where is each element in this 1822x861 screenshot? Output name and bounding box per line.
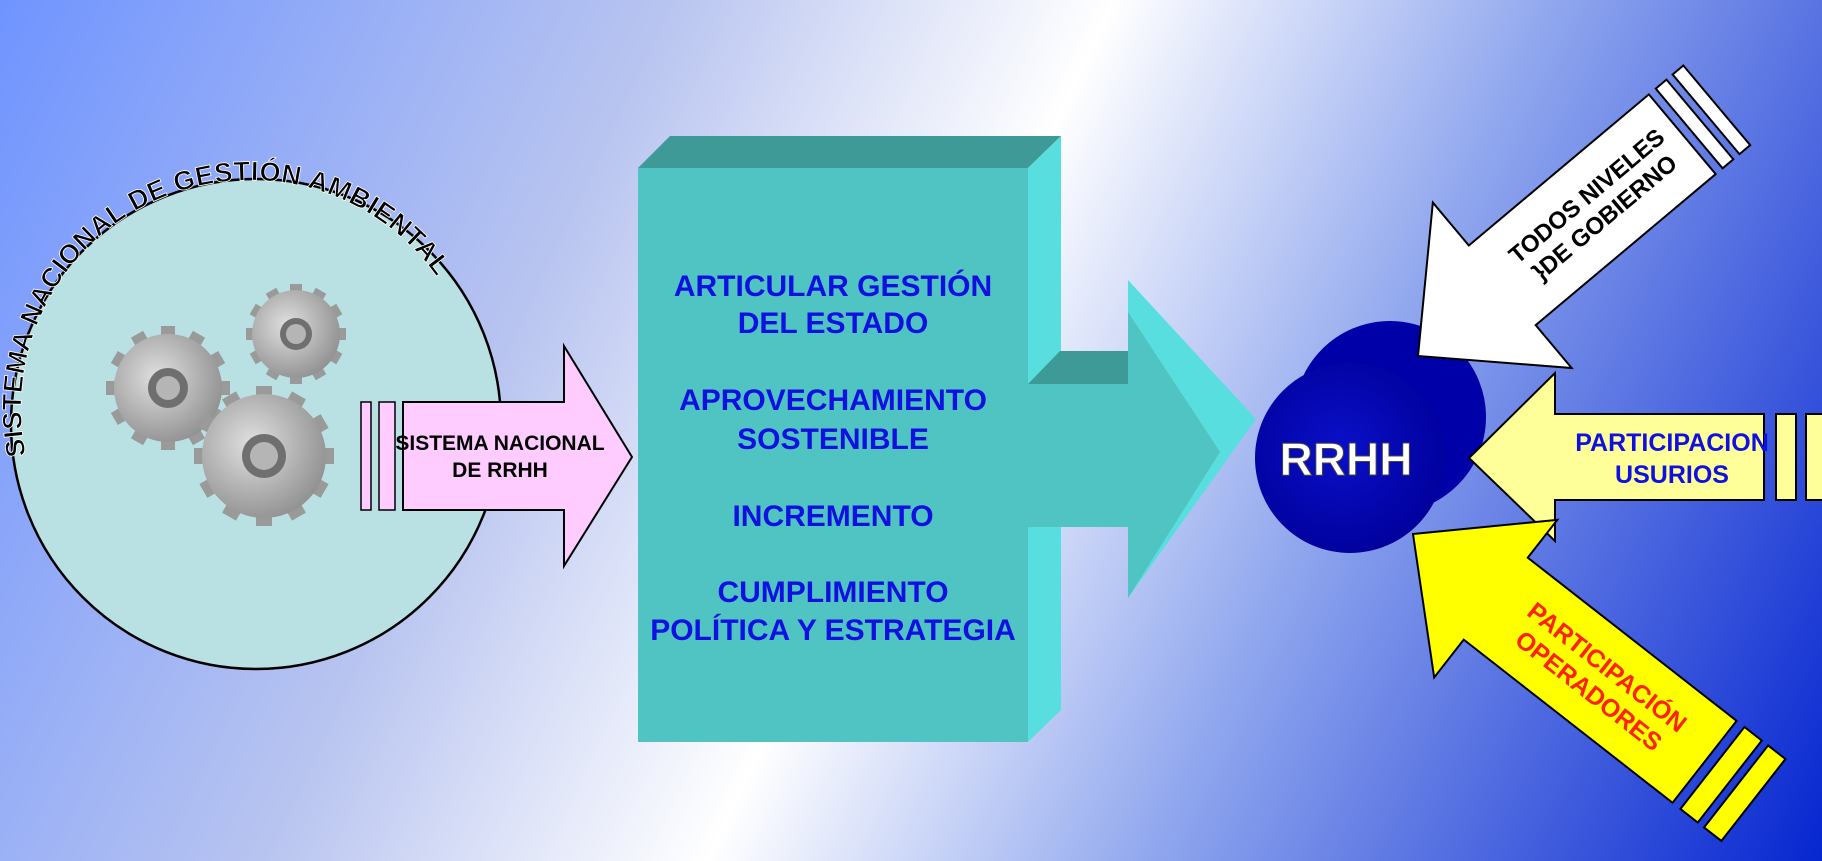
objectives-box-front [638,168,1028,742]
teal-arrow [1028,280,1256,598]
rrhh-sphere: RRHH [1255,321,1486,553]
objectives-box: ARTICULAR GESTIÓN DEL ESTADO APROVECHAMI… [638,136,1061,742]
objective-aprovechamiento-1: APROVECHAMIENTO [679,384,987,417]
participacion-usuarios-arrow: PARTICIPACION USURIOS [1467,370,1822,544]
sistema-rrhh-arrow: SISTEMA NACIONAL DE RRHH [360,342,634,570]
participacion-usuarios-label-1: PARTICIPACION [1575,429,1769,457]
sistema-rrhh-label-2: DE RRHH [452,459,548,482]
sistema-rrhh-label-1: SISTEMA NACIONAL [395,432,604,455]
objective-incremento: INCREMENTO [732,500,933,533]
objective-articular-2: DEL ESTADO [738,307,929,340]
gears-icon [106,284,346,526]
participacion-usuarios-label-2: USURIOS [1615,461,1729,489]
sngestion-circle-group: SISTEMA NACIONAL DE GESTIÓN AMBIENTAL [0,155,634,671]
objectives-box-top [638,136,1061,168]
rrhh-label: RRHH [1280,433,1413,485]
objective-cumplimiento-1: CUMPLIMIENTO [717,576,948,609]
objective-cumplimiento-2: POLÍTICA Y ESTRATEGIA [650,613,1016,647]
objective-aprovechamiento-2: SOSTENIBLE [737,423,929,456]
objective-articular-1: ARTICULAR GESTIÓN [674,269,992,303]
